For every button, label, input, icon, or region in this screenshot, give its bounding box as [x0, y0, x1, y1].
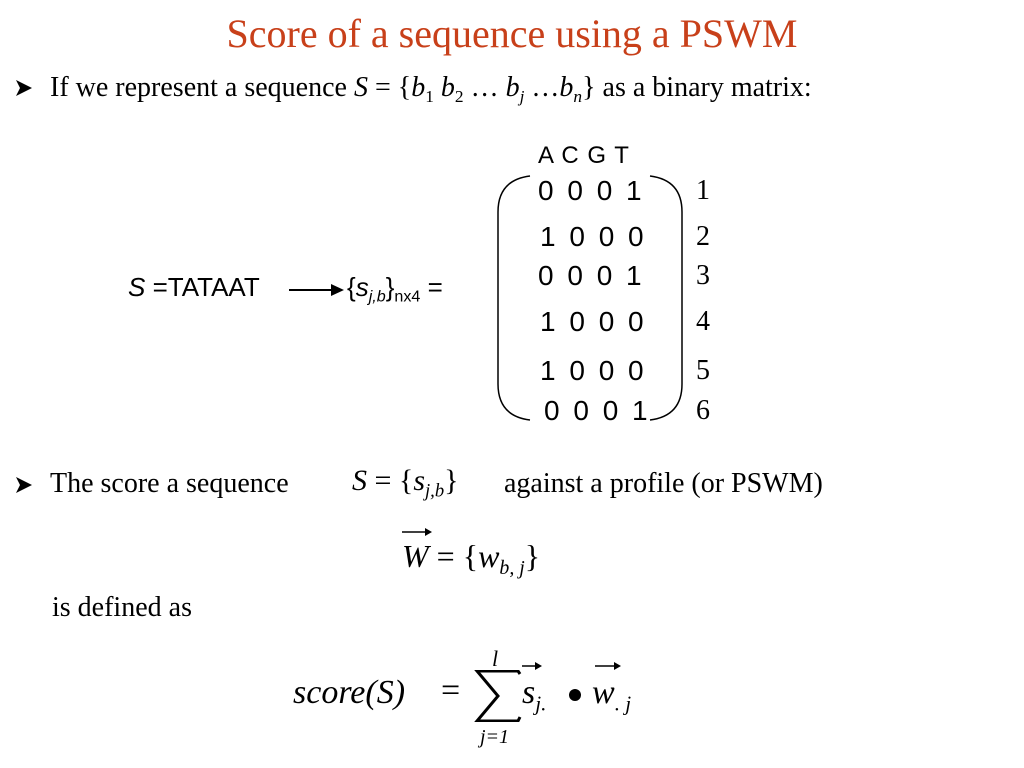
formula-lhs: score(S): [293, 674, 406, 711]
matrix-row: 0 0 0 1: [538, 175, 645, 206]
matrix-row-number: 2: [696, 221, 710, 252]
dot-product-icon: [569, 689, 581, 701]
slide-title: Score of a sequence using a PSWM: [226, 11, 798, 56]
matrix-row-number: 3: [696, 260, 710, 291]
matrix-row: 1 0 0 0: [540, 306, 647, 337]
matrix-brackets: [497, 175, 683, 421]
sum-lower-limit: j=1: [480, 726, 510, 748]
defined-as-text: is defined as: [52, 592, 192, 623]
w-vector-arrow-icon: [595, 662, 621, 670]
bullet-1-text: If we represent a sequence S = {b1 b2 … …: [50, 72, 812, 107]
matrix-row: 0 0 0 1: [538, 260, 645, 291]
matrix-row-number: 1: [696, 175, 710, 206]
bullet-2-formula: S = {sj,b}: [352, 464, 459, 502]
bullet-arrow-icon: [16, 477, 32, 493]
bullet-2-text-after: against a profile (or PSWM): [504, 468, 823, 499]
sequence-right: {sj,b}nx4 =: [347, 272, 443, 306]
matrix-row: 0 0 0 1: [544, 395, 651, 426]
formula-s-term: sj.: [522, 674, 547, 716]
formula-equals: =: [441, 672, 461, 709]
bullet-2-text: The score a sequence: [50, 468, 289, 499]
matrix-row-number: 5: [696, 355, 710, 386]
w-equation: W = {wb, j}: [402, 538, 541, 579]
mapping-arrow-icon: [289, 284, 344, 296]
sequence-left: S =TATAAT: [128, 272, 260, 302]
formula-w-term: w. j: [592, 674, 632, 716]
bullet-arrow-icon: [16, 80, 32, 96]
matrix-column-header: A C G T: [538, 142, 630, 169]
vector-arrow-icon: [402, 528, 432, 536]
sum-upper-limit: l: [492, 646, 499, 671]
matrix-row-number: 4: [696, 306, 710, 337]
matrix-row: 1 0 0 0: [540, 355, 647, 386]
s-vector-arrow-icon: [522, 662, 542, 670]
matrix-row: 1 0 0 0: [540, 221, 647, 252]
matrix-row-number: 6: [696, 395, 710, 426]
sum-sign-icon: [474, 670, 522, 722]
